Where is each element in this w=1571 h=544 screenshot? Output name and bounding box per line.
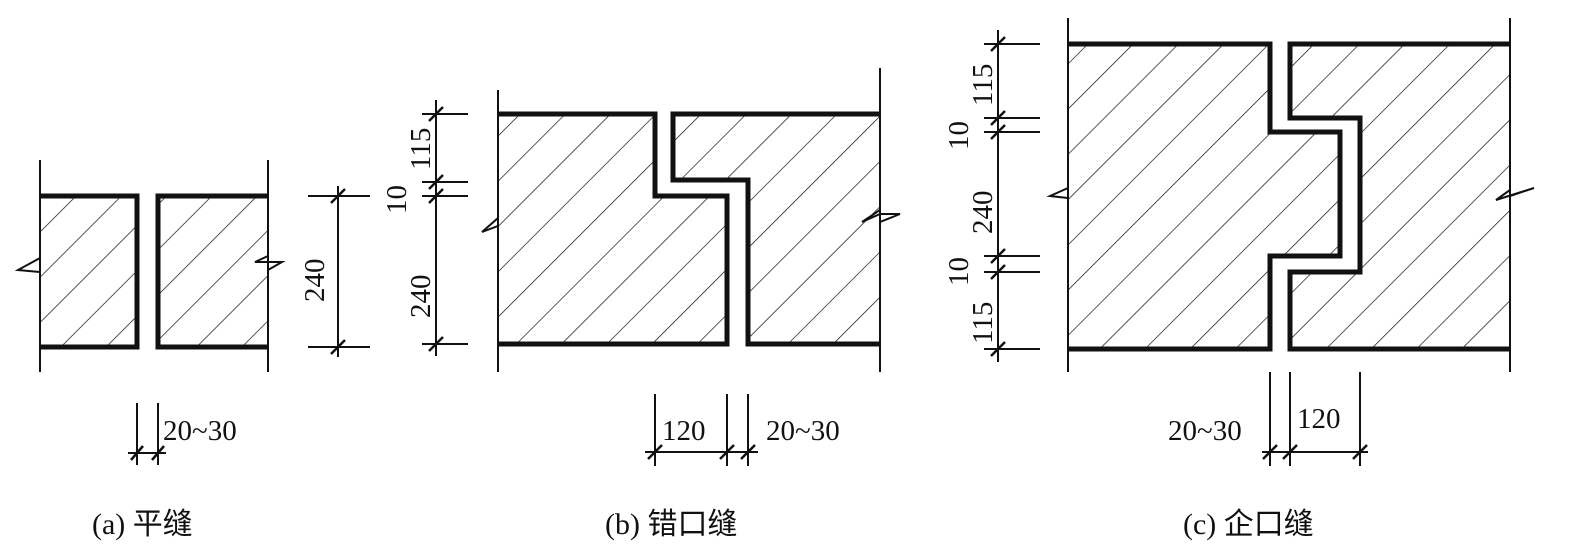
panel-c-right-slab [1287,18,1535,372]
panel-a-left-slab [14,160,140,372]
caption-c: (c) 企口缝 [1183,508,1314,541]
dim-c-step2: 10 [943,257,975,286]
panel-a-gap-dimension: 20~30 [128,403,237,465]
dim-c-width: 120 [1297,403,1341,435]
panel-c: 115 10 240 10 115 20~30 120 (c) 企口缝 [943,18,1535,541]
panel-c-horizontal-dimensions: 20~30 120 [1168,372,1368,466]
dim-b-width: 120 [662,415,706,447]
dim-c-bottom: 115 [967,302,999,344]
dim-c-top: 115 [967,64,999,106]
panel-a: 240 20~30 (a) 平缝 [14,160,370,541]
dim-a-gap: 20~30 [163,415,237,447]
dim-b-step: 10 [381,185,413,214]
panel-b-left-slab [481,90,730,372]
panel-c-vertical-dimensions: 115 10 240 10 115 [943,30,1040,362]
dim-b-lower: 240 [405,275,437,319]
dim-c-step1: 10 [943,121,975,150]
panel-b-right-slab [670,68,901,372]
dim-b-top: 115 [405,128,437,170]
panel-c-left-slab [1046,18,1343,372]
dim-c-gap: 20~30 [1168,415,1242,447]
panel-b: 115 10 240 120 20~30 (b) 错口缝 [381,68,901,541]
dim-b-gap: 20~30 [766,415,840,447]
dim-c-middle: 240 [967,191,999,235]
dim-a-height: 240 [299,259,331,303]
panel-b-horizontal-dimensions: 120 20~30 [645,394,840,466]
panel-a-height-dimension: 240 [299,186,370,357]
caption-a: (a) 平缝 [92,508,193,541]
panel-a-right-slab [155,160,286,372]
caption-b: (b) 错口缝 [605,508,737,541]
panel-b-vertical-dimensions: 115 10 240 [381,100,468,356]
